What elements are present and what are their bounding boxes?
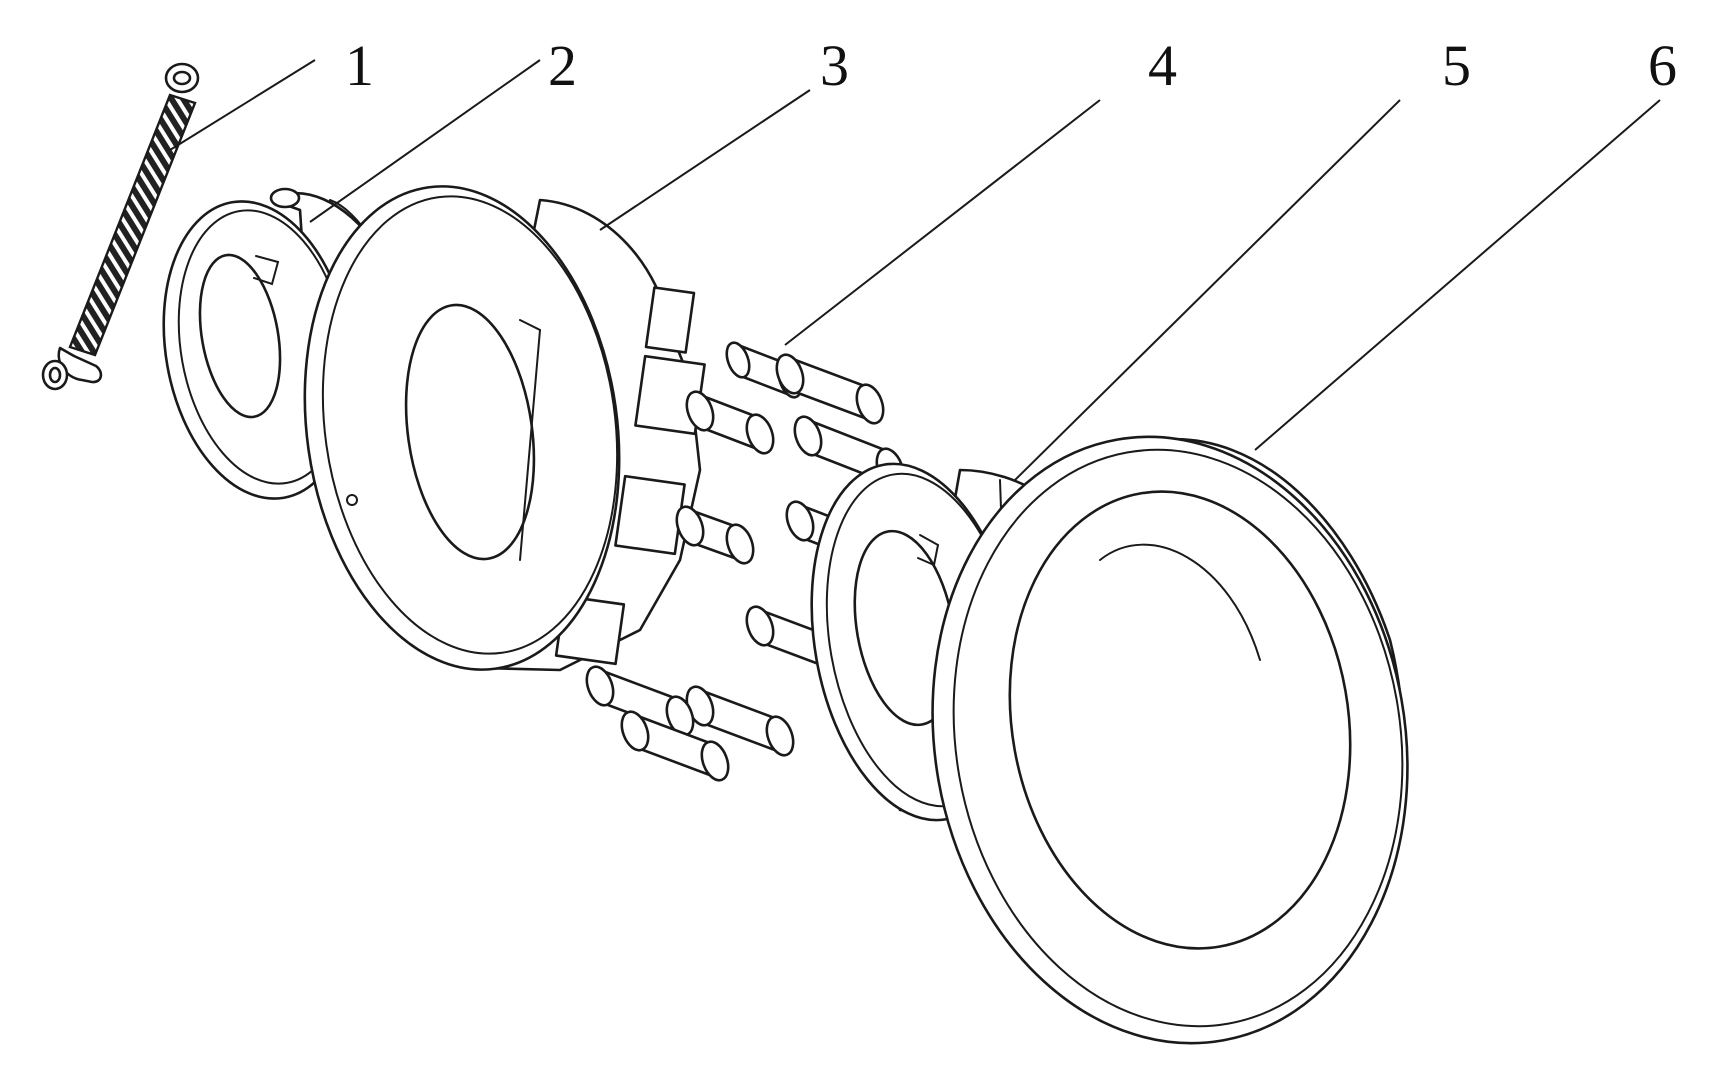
leader-1: [169, 59, 316, 151]
leader-5: [1014, 99, 1401, 481]
callout-6: 6: [1648, 33, 1677, 98]
leader-lines: [169, 59, 1661, 481]
part-1-spring: [41, 62, 200, 391]
roller: [685, 685, 795, 757]
leader-3: [599, 89, 811, 231]
roller: [585, 665, 695, 737]
leader-4: [784, 99, 1101, 346]
roller: [675, 505, 755, 565]
callout-1: 1: [345, 33, 374, 98]
roller: [775, 353, 885, 425]
leader-6: [1254, 99, 1661, 451]
callout-3: 3: [820, 33, 849, 98]
callout-2: 2: [548, 33, 577, 98]
part-4-rollers: [585, 341, 905, 782]
roller: [620, 710, 730, 782]
callout-5: 5: [1442, 33, 1471, 98]
callout-4: 4: [1148, 33, 1177, 98]
part-3-disc: [303, 185, 706, 672]
roller: [685, 390, 775, 455]
leader-2: [309, 59, 541, 223]
part-6-outer-ring: [931, 435, 1409, 1045]
callout-labels: 1 2 3 4 5 6: [345, 33, 1677, 98]
